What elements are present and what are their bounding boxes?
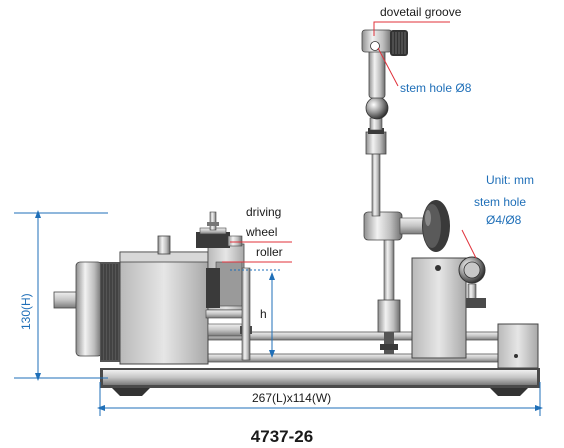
- indicator-stand: [361, 29, 450, 354]
- model-number: 4737-26: [251, 427, 313, 446]
- label-driving: driving: [246, 205, 281, 219]
- label-height-dimension: 130(H): [19, 293, 33, 330]
- leader-lines: [222, 21, 477, 263]
- label-roller: roller: [256, 245, 283, 259]
- dimension-lines: [14, 210, 543, 416]
- stem-holder-block: [411, 256, 539, 369]
- gear-housing: [119, 235, 209, 365]
- label-stem-hole-side: stem hole: [474, 195, 526, 209]
- driving-wheel-assembly: [196, 211, 252, 361]
- label-unit: Unit: mm: [486, 173, 534, 187]
- label-wheel: wheel: [245, 225, 277, 239]
- label-stem-hole-top: stem hole Ø8: [400, 81, 472, 95]
- base-plate: [100, 368, 540, 396]
- label-stem-hole-side-size: Ø4/Ø8: [486, 213, 522, 227]
- label-h: h: [260, 307, 267, 321]
- label-length-width-dimension: 267(L)x114(W): [252, 391, 331, 405]
- label-dovetail-groove: dovetail groove: [380, 5, 462, 19]
- hand-crank: [53, 261, 122, 362]
